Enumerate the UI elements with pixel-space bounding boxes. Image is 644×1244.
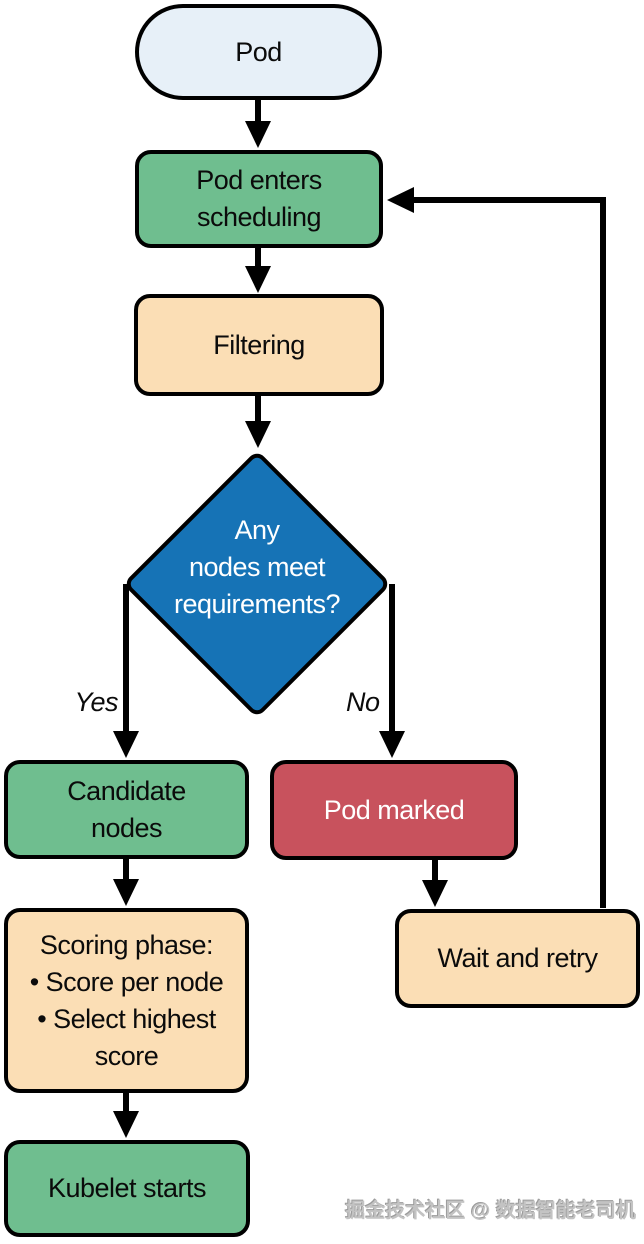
node-pod-enters-scheduling: Pod enters scheduling [135,150,383,248]
arrow-pod-to-scheduling [245,99,271,148]
node-pod-label: Pod [235,36,282,67]
edge-label-yes: Yes [74,687,118,717]
arrow-filtering-to-decision [245,395,271,448]
arrow-scheduling-to-filtering [245,247,271,293]
node-pod: Pod [135,4,382,100]
node-filtering: Filtering [134,294,384,396]
node-kubelet-starts-label: Kubelet starts [47,1173,207,1203]
node-filtering-label: Filtering [213,329,305,360]
watermark-text: 掘金技术社区 @ 数据智能老司机 [345,1200,636,1222]
arrow-scoring-to-kubelet [113,1092,139,1138]
node-candidate-nodes: Candidate nodes [4,760,249,859]
arrow-decision-yes [113,584,139,758]
node-decision-label: Any nodes meet requirements? [173,515,341,619]
node-pod-marked: Pod marked [270,760,518,860]
node-wait-and-retry-label: Wait and retry [437,943,598,973]
node-scoring-phase: Scoring phase: • Score per node • Select… [4,908,249,1093]
arrow-decision-no [379,584,405,758]
arrow-candidate-to-scoring [113,858,139,906]
arrow-podmarked-to-wait [422,858,448,907]
node-wait-and-retry: Wait and retry [395,909,640,1008]
node-pod-marked-label: Pod marked [323,794,465,825]
node-scoring-phase-label: Scoring phase: • Score per node • Select… [29,929,224,1071]
node-pod-enters-scheduling-label: Pod enters scheduling [196,165,322,232]
node-candidate-nodes-label: Candidate nodes [67,775,186,843]
node-kubelet-starts: Kubelet starts [4,1140,250,1237]
edge-label-no: No [346,687,380,717]
arrow-wait-to-scheduling [387,187,606,908]
